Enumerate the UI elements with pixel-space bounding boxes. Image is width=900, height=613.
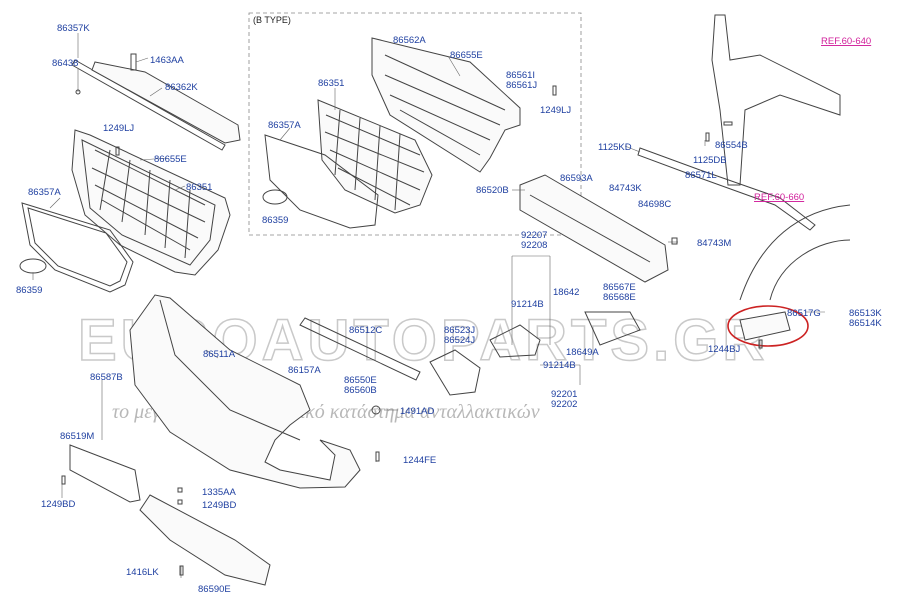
lamp-bracket-86523j xyxy=(429,349,481,396)
strip-86571l xyxy=(637,147,816,231)
stay-86519m xyxy=(69,444,141,503)
part-label-p4[interactable]: 86362K xyxy=(165,82,198,93)
fasteners xyxy=(61,85,763,576)
part-label-p9[interactable]: 86359 xyxy=(16,285,42,296)
cover-86362k xyxy=(91,61,241,144)
bracket-86567e xyxy=(584,311,641,346)
radiator-support-ref xyxy=(711,14,841,186)
part-label-p46[interactable]: 86550E xyxy=(344,375,377,386)
highlight-circle xyxy=(727,305,809,347)
section-label: (B TYPE) xyxy=(253,15,291,25)
part-label-p35[interactable]: 86514K xyxy=(849,318,882,329)
strip-86512c xyxy=(299,317,421,381)
part-label-p29[interactable]: 18642 xyxy=(553,287,579,298)
part-label-p51[interactable]: 1244FE xyxy=(403,455,436,466)
part-label-p15[interactable]: 86351 xyxy=(318,78,344,89)
grille-86351 xyxy=(71,129,231,276)
absorber-86520b xyxy=(519,174,669,283)
part-label-p8[interactable]: 86357A xyxy=(28,187,61,198)
part-label-p18[interactable]: 1125KD xyxy=(598,142,632,153)
lip-86590e xyxy=(139,494,271,586)
part-label-p12[interactable]: 86561I xyxy=(506,70,535,81)
grille-86351-btype xyxy=(317,99,433,214)
part-label-p2[interactable]: 86438 xyxy=(52,58,78,69)
part-label-p23[interactable]: 86593A xyxy=(560,173,593,184)
part-label-p39[interactable]: 86524J xyxy=(444,335,475,346)
part-label-p11[interactable]: 86655E xyxy=(450,50,483,61)
part-label-p26[interactable]: 84743M xyxy=(697,238,731,249)
emblem-86359-left xyxy=(19,258,47,274)
part-label-p40[interactable]: 18649A xyxy=(566,347,599,358)
part-label-p27[interactable]: 92207 xyxy=(521,230,547,241)
part-label-p34[interactable]: 86513K xyxy=(849,308,882,319)
part-label-p47[interactable]: 86560B xyxy=(344,385,377,396)
reference-label-ref1[interactable]: REF.60-640 xyxy=(821,36,871,47)
part-label-p7[interactable]: 86351 xyxy=(186,182,212,193)
part-label-p42[interactable]: 92201 xyxy=(551,389,577,400)
part-label-p20[interactable]: 1125DB xyxy=(693,155,727,166)
reference-label-ref2[interactable]: REF.60-660 xyxy=(754,192,804,203)
part-label-p21[interactable]: 86571L xyxy=(685,170,717,181)
part-label-p19[interactable]: 86554B xyxy=(715,140,748,151)
part-label-p24[interactable]: 84743K xyxy=(609,183,642,194)
part-label-p36[interactable]: 1244BJ xyxy=(708,344,740,355)
bracket-86513k xyxy=(739,311,791,341)
part-label-p17[interactable]: 86359 xyxy=(262,215,288,226)
part-label-p56[interactable]: 86590E xyxy=(198,584,231,595)
grille-86562a xyxy=(371,37,521,173)
part-label-p52[interactable]: 1249BD xyxy=(41,499,75,510)
part-label-p50[interactable]: 86519M xyxy=(60,431,94,442)
part-label-p44[interactable]: 86511A xyxy=(203,349,236,360)
part-label-p38[interactable]: 86523J xyxy=(444,325,475,336)
emblem-86359-btype xyxy=(262,189,288,205)
clip-1463aa xyxy=(130,53,137,71)
part-label-p43[interactable]: 92202 xyxy=(551,399,577,410)
part-label-p53[interactable]: 1335AA xyxy=(202,487,236,498)
part-label-p5[interactable]: 1249LJ xyxy=(103,123,134,134)
part-label-p6[interactable]: 86655E xyxy=(154,154,187,165)
leader-lines xyxy=(32,33,825,578)
part-label-p55[interactable]: 1416LK xyxy=(126,567,159,578)
frame-86357a-btype xyxy=(264,134,379,229)
part-label-p10[interactable]: 86562A xyxy=(393,35,426,46)
part-label-p37[interactable]: 86512C xyxy=(349,325,382,336)
part-label-p31[interactable]: 86567E xyxy=(603,282,636,293)
part-label-p41[interactable]: 91214B xyxy=(543,360,576,371)
part-labels: 86357K 86438 1463AA 86362K 1249LJ 86655E 86351… xyxy=(16,23,882,595)
part-label-p48[interactable]: 1491AD xyxy=(400,406,434,417)
upper-molding-86357k xyxy=(71,59,226,151)
part-label-p33[interactable]: 86517G xyxy=(787,308,821,319)
fog-lamp-92201 xyxy=(489,324,541,358)
fender-ref xyxy=(739,204,851,301)
part-label-p49[interactable]: 86587B xyxy=(90,372,123,383)
part-label-p28[interactable]: 92208 xyxy=(521,240,547,251)
frame-86357a-left xyxy=(21,202,134,293)
part-label-p32[interactable]: 86568E xyxy=(603,292,636,303)
part-label-p30[interactable]: 91214B xyxy=(511,299,544,310)
bumper-86511a xyxy=(129,294,361,489)
part-label-p1[interactable]: 86357K xyxy=(57,23,90,34)
part-label-p16[interactable]: 86357A xyxy=(268,120,301,131)
part-label-p25[interactable]: 84698C xyxy=(638,199,671,210)
part-label-p54[interactable]: 1249BD xyxy=(202,500,236,511)
part-label-p3[interactable]: 1463AA xyxy=(150,55,184,66)
part-label-p14[interactable]: 1249LJ xyxy=(540,105,571,116)
part-label-p22[interactable]: 86520B xyxy=(476,185,509,196)
part-label-p13[interactable]: 86561J xyxy=(506,80,537,91)
part-label-p45[interactable]: 86157A xyxy=(288,365,321,376)
b-type-section-box xyxy=(248,12,582,236)
